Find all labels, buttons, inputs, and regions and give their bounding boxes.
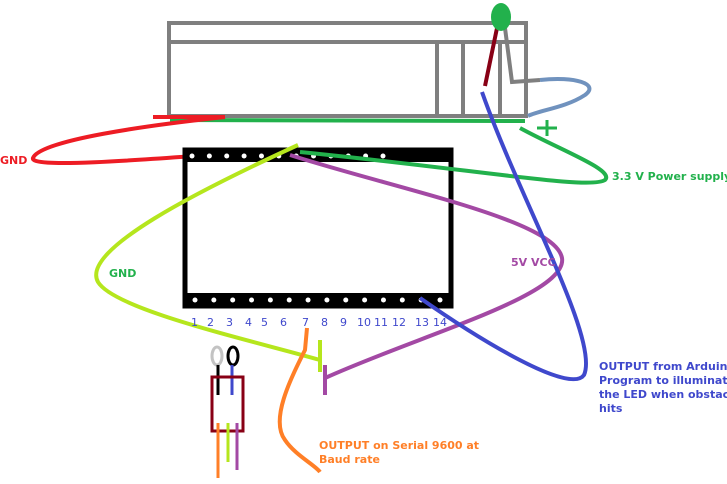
vcc-label: 5V VCC <box>511 256 556 269</box>
pin-hole <box>258 153 264 159</box>
power-wire-green <box>299 126 609 185</box>
output-wire-blue <box>418 91 588 382</box>
gnd-label-lime: GND <box>109 267 137 280</box>
pin-label-5: 5 <box>261 316 268 329</box>
pin-hole <box>324 297 330 303</box>
pin-label-7: 7 <box>302 316 309 329</box>
vcc-wire-purple <box>289 153 565 395</box>
output-serial-label: OUTPUT on Serial 9600 at Baud rate <box>319 439 480 466</box>
pin-hole <box>206 153 212 159</box>
pin-hole <box>249 297 255 303</box>
pin-hole <box>189 153 195 159</box>
pin-hole <box>286 297 292 303</box>
pin-hole <box>230 297 236 303</box>
pin-hole <box>380 297 386 303</box>
pin-label-3: 3 <box>226 316 233 329</box>
gnd-wire-red <box>31 115 276 166</box>
pin-label-8: 8 <box>321 316 328 329</box>
pin-label-2: 2 <box>207 316 214 329</box>
power-rail-wire <box>169 118 526 123</box>
pin-label-9: 9 <box>340 316 347 329</box>
led <box>483 3 592 118</box>
pin-hole <box>192 297 198 303</box>
pin-hole <box>399 297 405 303</box>
pin-hole <box>343 297 349 303</box>
pin-hole <box>362 297 368 303</box>
pin-hole <box>241 153 247 159</box>
pin-label-13: 13 <box>415 316 429 329</box>
gnd-label-red: GND <box>0 154 28 167</box>
plus-sign <box>537 120 557 136</box>
pin-hole <box>380 153 386 159</box>
sensor-chip <box>182 147 454 309</box>
power-label: 3.3 V Power supply <box>612 170 727 183</box>
board <box>167 21 528 118</box>
pin-label-11: 11 <box>374 316 388 329</box>
pin-label-1: 1 <box>191 316 198 329</box>
pin-hole <box>211 297 217 303</box>
serial-wire-orange <box>277 327 322 474</box>
output-led-label: OUTPUT from Arduino Program to illuminat… <box>599 360 727 415</box>
pin-label-6: 6 <box>280 316 287 329</box>
pin-hole <box>224 153 230 159</box>
pin-label-4: 4 <box>245 316 252 329</box>
pin-hole <box>305 297 311 303</box>
ir-sensor <box>210 345 245 478</box>
gnd-wire-lime <box>94 143 322 372</box>
pin-hole <box>437 297 443 303</box>
pin-label-10: 10 <box>357 316 371 329</box>
pin-label-12: 12 <box>392 316 406 329</box>
pin-label-14: 14 <box>433 316 447 329</box>
pin-hole <box>267 297 273 303</box>
